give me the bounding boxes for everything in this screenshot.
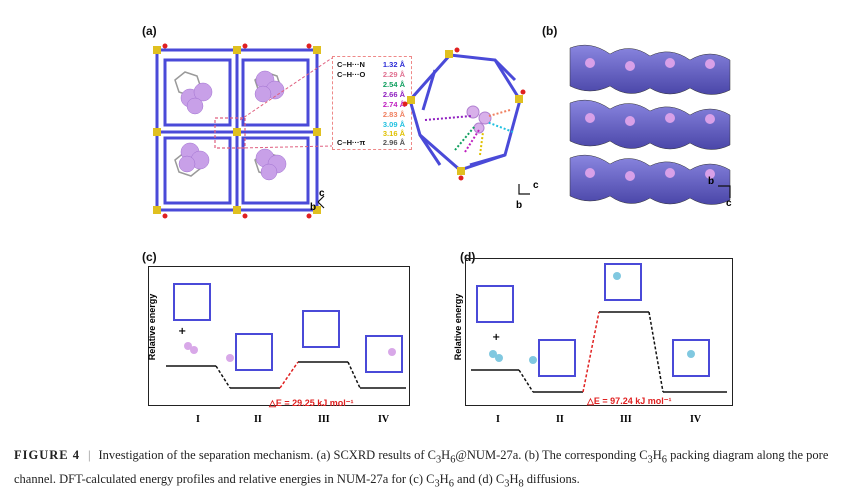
ylabel-d: Relative energy: [453, 293, 463, 361]
figure-caption: FIGURE 4 | Investigation of the separation…: [14, 448, 829, 489]
delta-e-d: △E = 97.24 kJ mol⁻¹: [587, 396, 672, 406]
delta-e-c: △E = 29.25 kJ mol⁻¹: [269, 398, 354, 408]
energy-profile-d: [465, 258, 733, 406]
caption-text: Investigation of the separation mechanis…: [98, 448, 436, 462]
panel-label-c: (c): [142, 250, 157, 264]
energy-profile-c: [148, 266, 410, 406]
plus-d: +: [492, 332, 501, 343]
energy-diagram-d: [471, 263, 727, 393]
stage-label-d-4: IV: [690, 414, 702, 425]
axis-indicator-b: b c: [708, 176, 732, 209]
stage-label-d-1: I: [496, 414, 500, 425]
stage-label-d-3: III: [620, 414, 632, 425]
panel-label-b: (b): [542, 24, 558, 38]
cage-interaction-structure: [402, 47, 526, 181]
ylabel-c: Relative energy: [147, 293, 157, 361]
framework-structure-a: [153, 43, 321, 219]
panel-label-a: (a): [142, 24, 157, 38]
packing-diagram-b: [569, 44, 731, 205]
caption-separator: |: [88, 448, 91, 462]
axis-indicator-a2: c b: [516, 180, 539, 211]
stage-label-c-4: IV: [378, 414, 390, 425]
plus-c: +: [178, 326, 187, 337]
figure-number: FIGURE 4: [14, 448, 80, 462]
panel-label-d: (d): [460, 250, 476, 264]
stage-label-d-2: II: [556, 414, 564, 425]
axis-indicator-a: c b: [310, 188, 325, 213]
stage-label-c-3: III: [318, 414, 330, 425]
zoom-connector-lines: [240, 57, 333, 149]
energy-diagram-c: [166, 283, 406, 389]
stage-label-c-2: II: [254, 414, 262, 425]
stage-label-c-1: I: [196, 414, 200, 425]
